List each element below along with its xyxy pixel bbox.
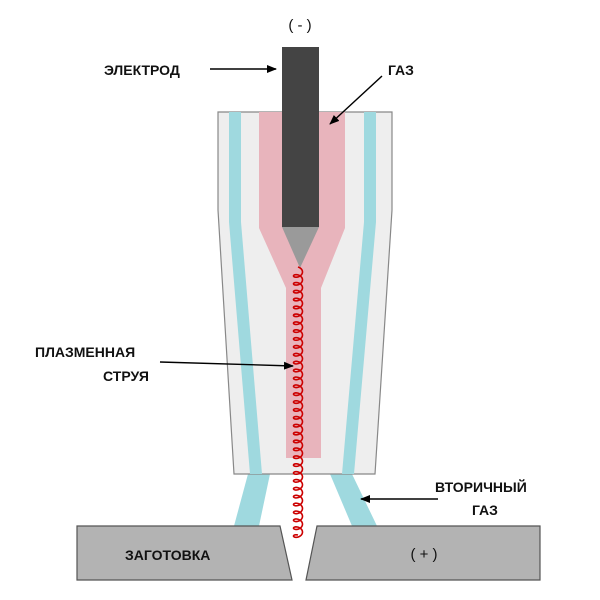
secondary-gas-stream-left (234, 474, 270, 526)
gas-arrow (329, 75, 383, 125)
secondary-gas-channel-left (229, 112, 262, 474)
plasma-jet-label-line2: СТРУЯ (103, 368, 149, 384)
workpiece-label: ЗАГОТОВКА (125, 547, 210, 563)
secondary-gas-channel-right (342, 112, 376, 474)
secondary-gas-label-line2: ГАЗ (472, 502, 498, 518)
electrode (282, 47, 319, 227)
electrode-label: ЭЛЕКТРОД (104, 62, 180, 78)
workpiece-right (305, 525, 541, 581)
gas-label: ГАЗ (388, 62, 414, 78)
secondary-gas-stream-right (330, 474, 377, 526)
plasma-jet-label-line1: ПЛАЗМЕННАЯ (35, 344, 135, 360)
secondary-gas-label-line1: ВТОРИЧНЫЙ (435, 478, 527, 495)
plasma-jet-arrow (159, 361, 294, 370)
workpiece-left (76, 525, 293, 581)
electrode-tip (282, 227, 319, 268)
plasma-arc-coil (292, 266, 304, 539)
polarity-positive-label: ( + ) (410, 546, 437, 563)
polarity-negative-label: ( - ) (288, 17, 311, 34)
